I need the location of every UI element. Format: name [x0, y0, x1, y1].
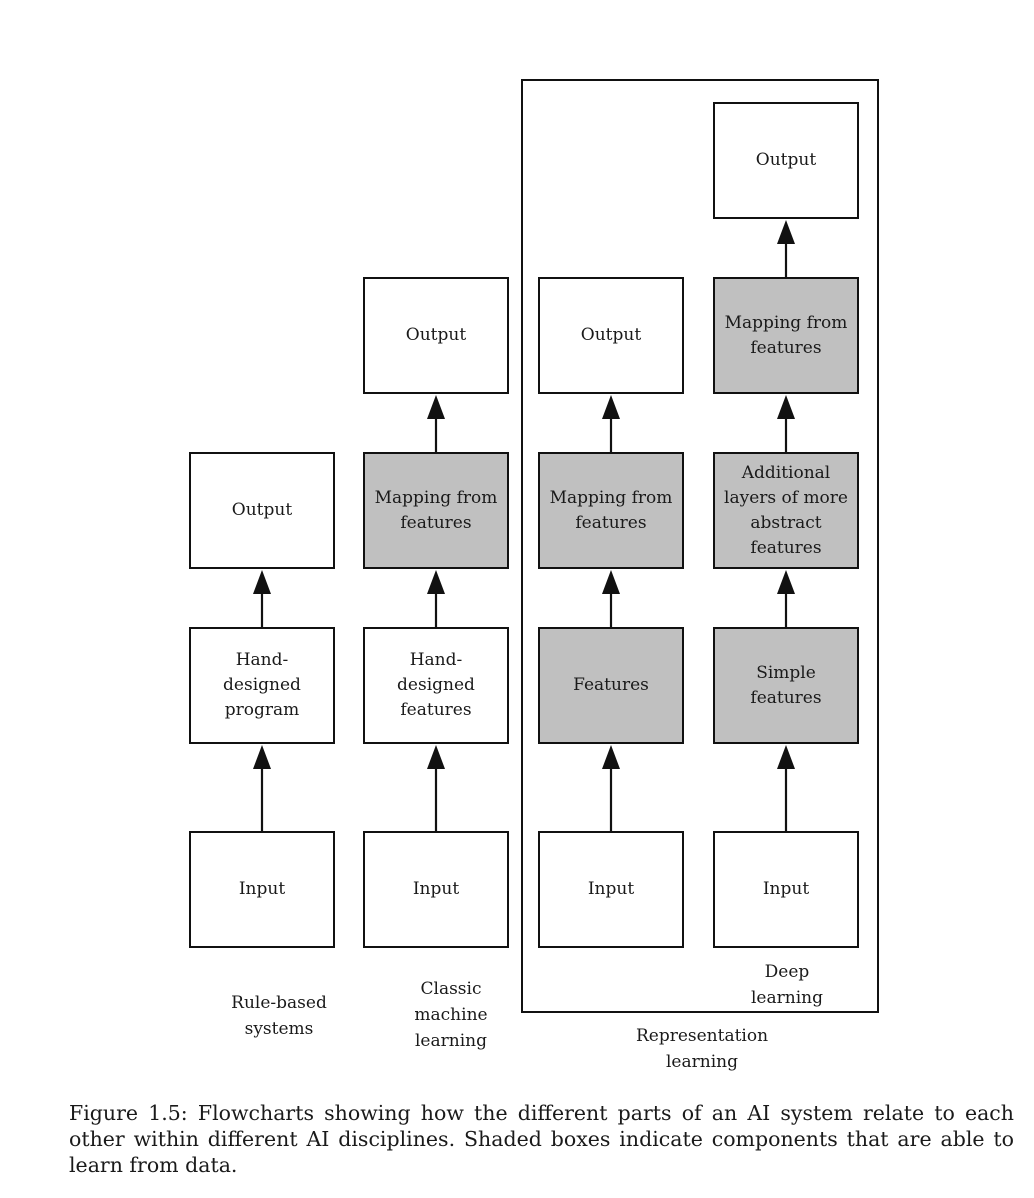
representation-box-input: Input — [538, 831, 684, 948]
representation-box-features: Features — [538, 627, 684, 744]
classic-ml-arrow-0 — [427, 745, 445, 831]
representation-box-output: Output — [538, 277, 684, 394]
rule-based-box-input: Input — [189, 831, 335, 948]
rule-based-box-output: Output — [189, 452, 335, 569]
deep-box-input: Input — [713, 831, 859, 948]
rule-based-arrow-0 — [253, 745, 271, 831]
figure-caption: Figure 1.5: Flowcharts showing how the d… — [69, 1101, 1014, 1177]
deep-arrow-1 — [777, 570, 795, 627]
classic-ml-box-output: Output — [363, 277, 509, 394]
classic-ml-arrow-2 — [427, 395, 445, 452]
representation-arrow-0 — [602, 745, 620, 831]
deep-arrow-2 — [777, 395, 795, 452]
representation-learning-frame — [521, 79, 879, 1013]
representation-arrow-1 — [602, 570, 620, 627]
deep-arrow-3 — [777, 220, 795, 277]
representation-arrow-2 — [602, 395, 620, 452]
deep-box-output: Output — [713, 102, 859, 219]
classic-ml-arrow-1 — [427, 570, 445, 627]
deep-arrow-0 — [777, 745, 795, 831]
rule-based-arrow-1 — [253, 570, 271, 627]
classic-ml-box-input: Input — [363, 831, 509, 948]
